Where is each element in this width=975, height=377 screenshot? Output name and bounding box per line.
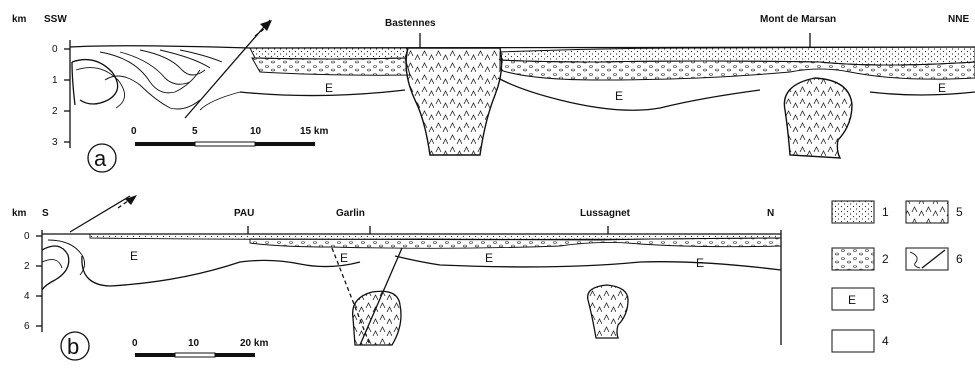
- place-label-mont-de-marsan: Mont de Marsan: [760, 14, 836, 25]
- unit-e-label-b-4: E: [696, 256, 704, 270]
- salt-diapir-bastennes: [406, 48, 502, 155]
- unit-e-base-b-west: [82, 256, 360, 286]
- folded-belt-a: [72, 20, 272, 118]
- unit-e-base-b-east: [395, 256, 781, 270]
- scale-tick-a-3: 15 km: [300, 126, 328, 137]
- legend-key-2: 2: [882, 252, 889, 266]
- place-label-pau: PAU: [234, 208, 254, 219]
- unit-e-label-b-3: E: [485, 251, 493, 265]
- legend-swatch-5: [906, 201, 948, 223]
- salt-dome-a-east: [784, 78, 852, 158]
- place-label-lussagnet: Lussagnet: [580, 208, 631, 219]
- panel-label-b: b: [67, 334, 79, 359]
- scale-tick-a-2: 10: [250, 126, 262, 137]
- unit-2-ovals-a-west: [252, 58, 410, 75]
- depth-tick-a-1: 1: [52, 75, 58, 86]
- depth-tick-b-0: 0: [24, 231, 30, 242]
- depth-tick-b-2: 4: [24, 291, 30, 302]
- unit-e-label-b-1: E: [130, 249, 138, 263]
- scale-bar-a: 0 5 10 15 km: [131, 126, 328, 146]
- depth-axis-unit-a: km: [12, 14, 27, 25]
- depth-ticks-a: 0 1 2 3: [52, 44, 70, 148]
- salt-dome-b: [588, 285, 628, 338]
- scale-tick-b-0: 0: [132, 338, 138, 349]
- scale-tick-b-2: 20 km: [240, 338, 268, 349]
- unit-1-dotted-a-west: [250, 48, 408, 59]
- legend-key-3: 3: [882, 292, 889, 306]
- unit-e-label-a-3: E: [938, 81, 946, 95]
- legend-key-1: 1: [882, 205, 889, 219]
- end-label-right-b: N: [767, 208, 774, 219]
- scale-tick-a-1: 5: [192, 126, 198, 137]
- section-b: km S N 0 2 4 6 E: [12, 195, 781, 360]
- folded-belt-b: [42, 195, 137, 290]
- end-label-right-a: NNE: [948, 14, 969, 25]
- scale-tick-b-1: 10: [188, 338, 200, 349]
- legend-swatch-6: [906, 248, 948, 270]
- depth-tick-b-3: 6: [24, 321, 30, 332]
- place-label-garlin: Garlin: [336, 208, 365, 219]
- legend-swatch-4: [832, 330, 874, 352]
- legend-swatch-1: [832, 201, 874, 223]
- thrust-arrow-b: [125, 195, 137, 205]
- unit-2-ovals-b: [250, 238, 781, 248]
- place-label-bastennes: Bastennes: [385, 18, 436, 29]
- legend-key-6: 6: [956, 252, 963, 266]
- legend-key-4: 4: [882, 334, 889, 348]
- scale-tick-a-0: 0: [131, 126, 137, 137]
- scale-bar-b: 0 10 20 km: [132, 338, 268, 357]
- section-a: km SSW NNE 0 1 2 3: [12, 14, 975, 172]
- unit-e-label-b-2: E: [340, 251, 348, 265]
- legend-key-5: 5: [956, 205, 963, 219]
- unit-e-base-a-east: [870, 92, 975, 95]
- unit-e-base-a-west: [240, 90, 405, 96]
- legend-symbol-3: E: [848, 293, 856, 307]
- end-label-left-b: S: [42, 208, 49, 219]
- depth-axis-unit-b: km: [12, 208, 27, 219]
- unit-e-label-a-2: E: [615, 89, 623, 103]
- panel-label-a: a: [94, 146, 107, 171]
- unit-e-base-a-mid: [498, 78, 760, 110]
- depth-tick-a-3: 3: [52, 137, 58, 148]
- depth-tick-a-2: 2: [52, 106, 58, 117]
- depth-tick-a-0: 0: [52, 44, 58, 55]
- depth-ticks-b: 0 2 4 6: [24, 231, 42, 332]
- thrust-fault-b: [70, 196, 130, 232]
- legend-swatch-2: [832, 248, 874, 270]
- salt-diapir-garlin: [353, 291, 401, 345]
- legend: 1 2 E 3 4 5 6: [832, 201, 963, 352]
- unit-e-label-a-1: E: [325, 81, 333, 95]
- depth-tick-b-1: 2: [24, 261, 30, 272]
- end-label-left-a: SSW: [44, 14, 67, 25]
